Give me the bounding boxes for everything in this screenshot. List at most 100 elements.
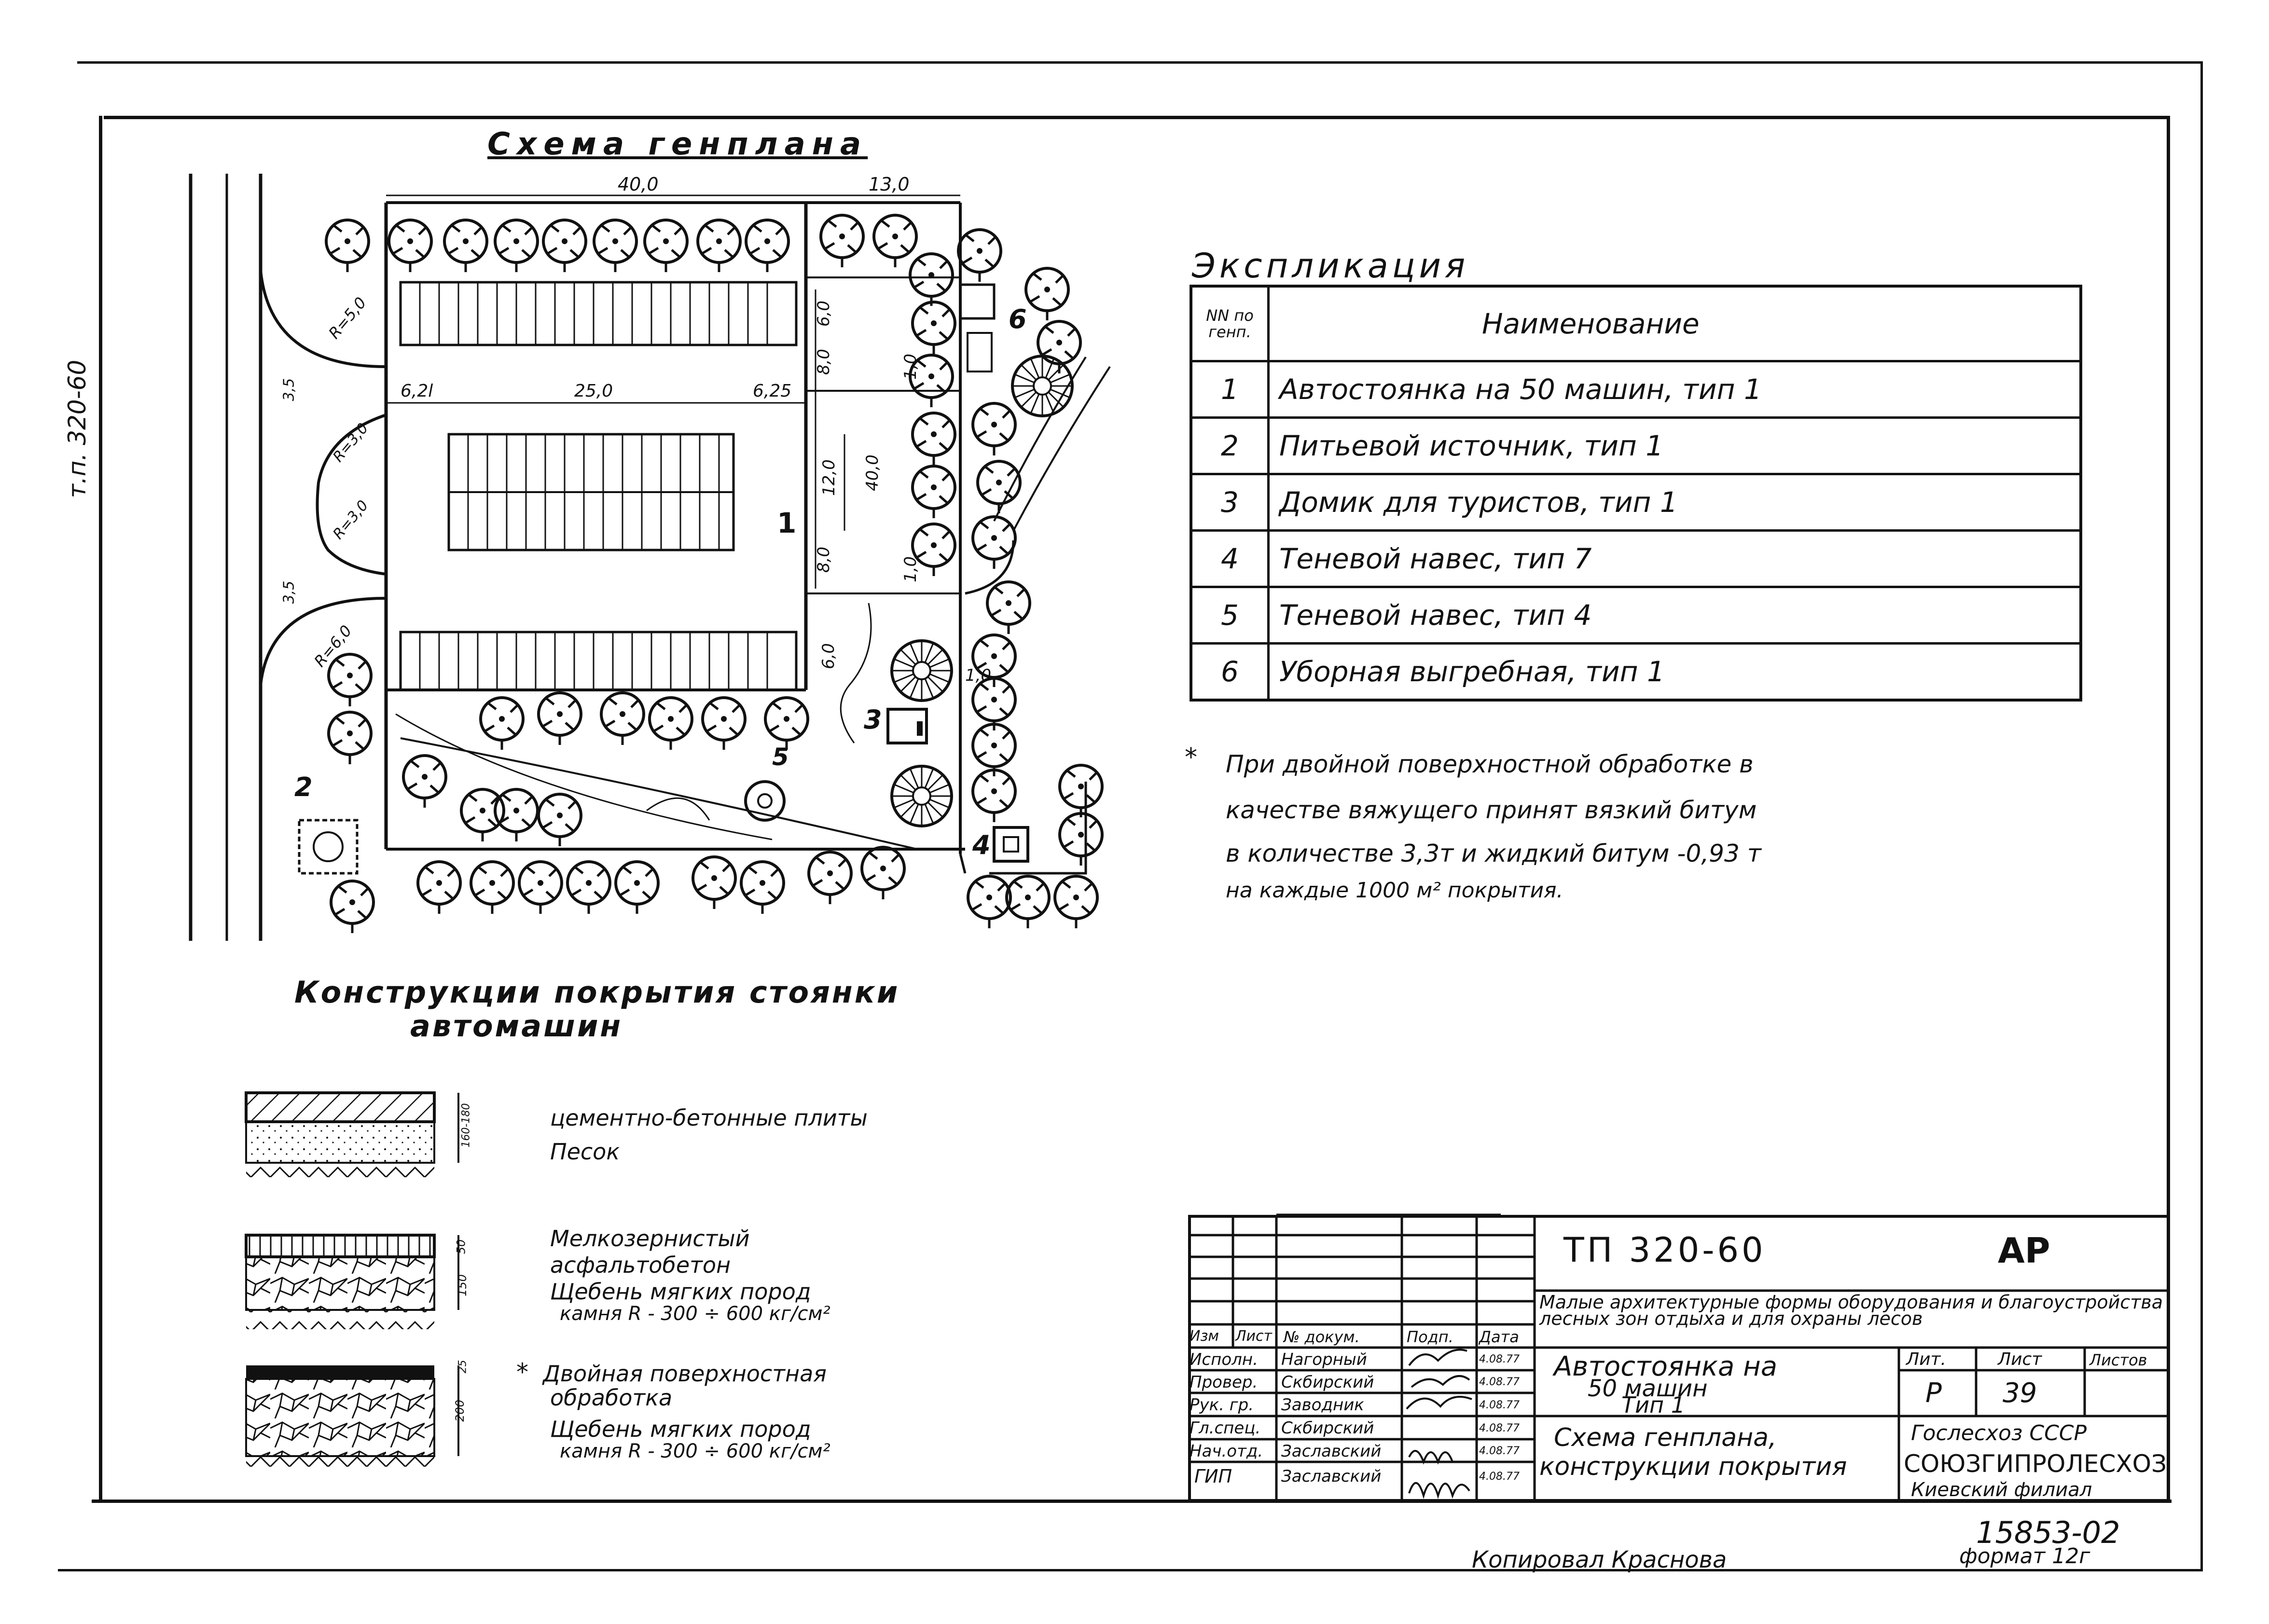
dim-25: 25,0 (574, 381, 613, 401)
tb-role-2: Рук. гр. (1190, 1395, 1254, 1415)
tb-date-2: 4.08.77 (1479, 1399, 1520, 1411)
tb-org-1: Гослесхоз СССР (1911, 1421, 2087, 1445)
note-line-1: При двойной поверхностной обработке в (1226, 750, 1754, 778)
tb-role-4: Нач.отд. (1190, 1442, 1263, 1461)
frame-right-line (2167, 116, 2170, 1500)
dim-40-top: 40,0 (618, 174, 659, 195)
tb-name-2: Заводник (1281, 1395, 1364, 1415)
tb-project: Малые архитектурные формы оборудования и… (1539, 1292, 2163, 1329)
frame-bottom-line (92, 1500, 2172, 1503)
format-label: формат 12г (1959, 1544, 2090, 1569)
tb-mark: АР (1998, 1230, 2050, 1271)
table-header-name: Наименование (1267, 285, 2082, 362)
dim-6-2l: 6,2l (401, 381, 433, 401)
note-line-3: в количестве 3,3т и жидкий битум -0,93 т (1226, 840, 1761, 867)
tb-col-podp: Подп. (1407, 1328, 1453, 1346)
tb-org-2: СОЮЗГИПРОЛЕСХОЗ (1904, 1450, 2167, 1478)
tb-lit-label: Лит. (1906, 1349, 1946, 1369)
dim-6-25: 6,25 (753, 381, 792, 401)
table-cell-num: 6 (1190, 642, 1270, 702)
c3-line-4: камня R - 300 ÷ 600 кг/см² (560, 1440, 830, 1462)
frame-top-line (104, 116, 2169, 119)
dim-1-c: 1,0 (965, 666, 992, 685)
table-row: 3 Домик для туристов, тип 1 (1190, 473, 2082, 532)
c3-line-1: Двойная поверхностная (543, 1361, 827, 1387)
tb-name-5: Заславский (1281, 1467, 1382, 1486)
table-cell-name: Теневой навес, тип 4 (1267, 586, 2082, 645)
tb-name-1: Скбирский (1281, 1373, 1374, 1392)
plan-label-6: 6 (1009, 304, 1027, 334)
outer-bottom-line (58, 1569, 2203, 1571)
plan-label-2: 2 (294, 772, 313, 802)
c2-line-1: Мелкозернистый (550, 1225, 750, 1252)
explication-title: Экспликация (1192, 246, 1469, 286)
plan-label-1: 1 (777, 507, 797, 539)
table-row: 4 Теневой навес, тип 7 (1190, 529, 2082, 588)
tb-sheet-value: 39 (2003, 1377, 2037, 1409)
table-cell-num: 5 (1190, 586, 1270, 645)
tb-col-date: Дата (1479, 1328, 1519, 1346)
table-cell-num: 2 (1190, 416, 1270, 475)
tb-date-4: 4.08.77 (1479, 1445, 1520, 1457)
c3-line-2: обработка (550, 1385, 673, 1411)
tb-col-izm: Изм (1190, 1328, 1219, 1345)
dim-13: 13,0 (869, 174, 910, 195)
tb-date-5: 4.08.77 (1479, 1471, 1520, 1483)
tb-name-4: Заславский (1281, 1442, 1382, 1461)
tb-col-doc: № докум. (1284, 1328, 1360, 1346)
tb-date-3: 4.08.77 (1479, 1422, 1520, 1434)
table-cell-num: 4 (1190, 529, 1270, 588)
table-header-num: NN по генп. (1190, 285, 1270, 362)
table-header-row: NN по генп. Наименование (1190, 285, 2082, 362)
tb-lit-value: Р (1925, 1377, 1942, 1409)
c1-line-1: цементно-бетонные плиты (550, 1105, 868, 1131)
tb-sheet-name-2: конструкции покрытия (1539, 1452, 1847, 1481)
tb-col-list: Лист (1235, 1328, 1273, 1345)
table-cell-name: Автостоянка на 50 машин, тип 1 (1267, 360, 2082, 419)
table-cell-num: 1 (1190, 360, 1270, 419)
tb-object-2: 50 машин (1588, 1375, 1708, 1402)
table-cell-name: Домик для туристов, тип 1 (1267, 473, 2082, 532)
constructions-title-2: автомашин (410, 1008, 623, 1044)
title-block (1188, 1215, 2170, 1502)
outer-top-line (77, 61, 2203, 64)
tb-role-5: ГИП (1194, 1466, 1232, 1487)
table-cell-name: Теневой навес, тип 7 (1267, 529, 2082, 588)
tb-org-3: Киевский филиал (1911, 1479, 2092, 1501)
table-cell-name: Питьевой источник, тип 1 (1267, 416, 2082, 475)
note-line-4: на каждые 1000 м² покрытия. (1226, 878, 1563, 903)
plan-label-4: 4 (972, 830, 991, 860)
c3-line-3: Щебень мягких пород (550, 1416, 811, 1442)
table-row: 5 Теневой навес, тип 4 (1190, 586, 2082, 645)
tb-sheet-name-1: Схема генплана, (1554, 1423, 1777, 1452)
tb-date-0: 4.08.77 (1479, 1353, 1520, 1365)
c2-line-4: камня R - 300 ÷ 600 кг/см² (560, 1303, 830, 1325)
table-cell-name: Уборная выгребная, тип 1 (1267, 642, 2082, 702)
outer-right-line (2200, 61, 2203, 1571)
table-row: 6 Уборная выгребная, тип 1 (1190, 642, 2082, 702)
tb-role-3: Гл.спец. (1190, 1418, 1261, 1438)
tb-role-1: Провер. (1190, 1373, 1258, 1392)
tb-name-0: Нагорный (1281, 1350, 1367, 1369)
explication-table: NN по генп. Наименование 1 Автостоянка н… (1190, 285, 2082, 702)
c1-line-2: Песок (550, 1139, 620, 1165)
tb-sheets-label: Листов (2089, 1351, 2147, 1369)
plan-label-3: 3 (864, 704, 882, 735)
frame-left-line (99, 116, 102, 1500)
copied-by: Копировал Краснова (1472, 1546, 1727, 1573)
tb-object-3: Тип 1 (1621, 1392, 1685, 1418)
plan-title: Схема генплана (487, 126, 868, 162)
tb-object-1: Автостоянка на (1554, 1351, 1778, 1382)
tb-name-3: Скбирский (1281, 1418, 1374, 1438)
tb-sheet-label: Лист (1998, 1349, 2042, 1369)
tb-code: ТП 320-60 (1563, 1230, 1766, 1270)
archive-number: 15853-02 (1976, 1515, 2120, 1550)
note-line-2: качестве вяжущего принят вязкий битум (1226, 796, 1757, 824)
table-row: 2 Питьевой источник, тип 1 (1190, 416, 2082, 475)
c2-line-3: Щебень мягких пород (550, 1279, 811, 1305)
tb-date-1: 4.08.77 (1479, 1376, 1520, 1388)
